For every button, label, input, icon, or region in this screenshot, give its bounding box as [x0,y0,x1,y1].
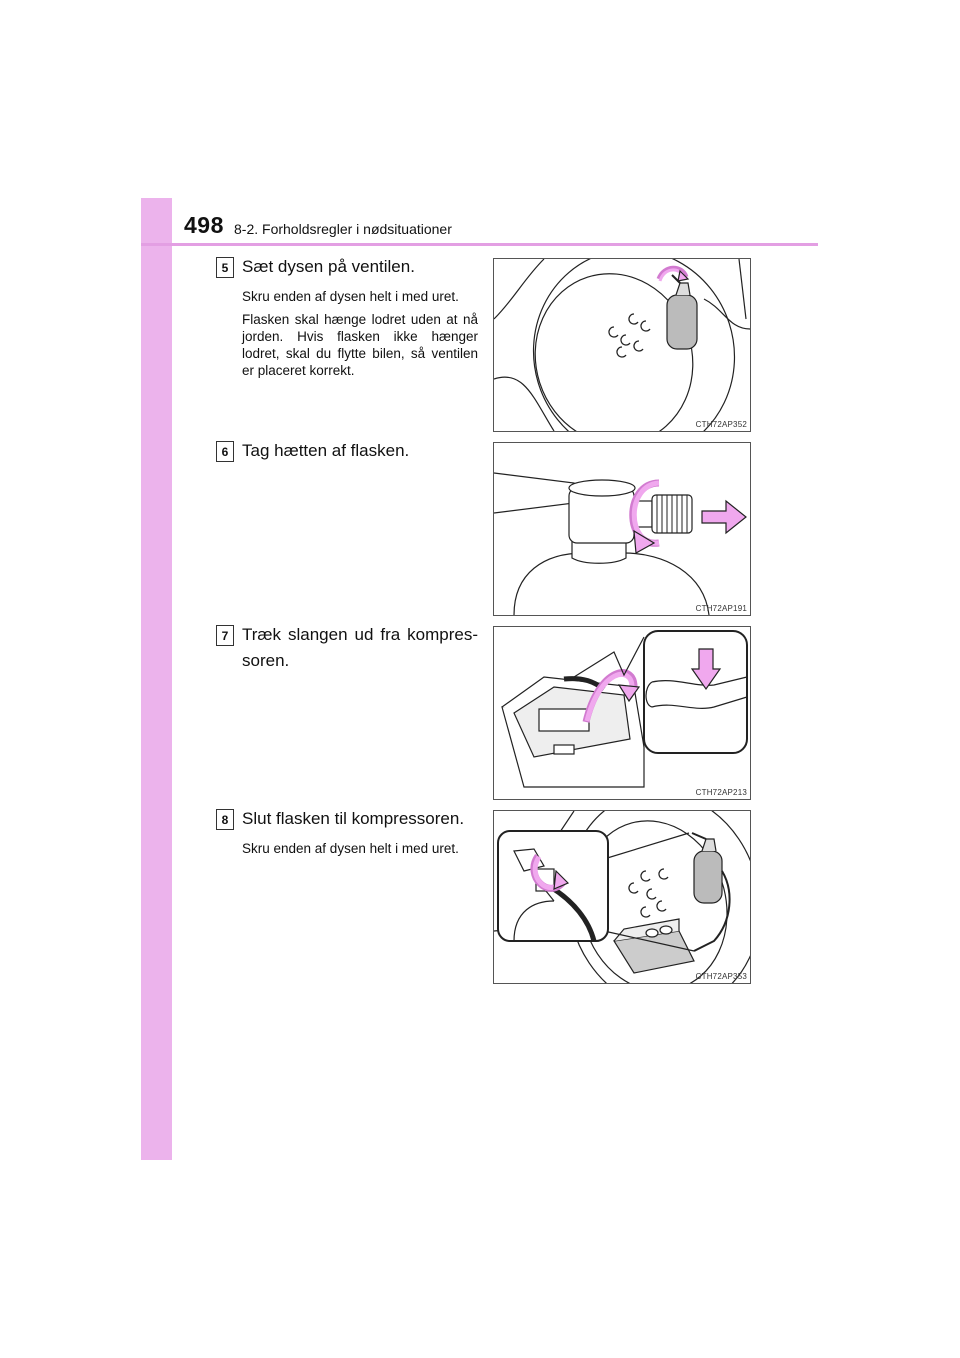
step-number: 5 [216,257,234,278]
figure-code: CTH72AP353 [695,972,747,981]
page-number: 498 [184,212,224,238]
step-text: Flasken skal hænge lodret uden at nå jor… [242,312,478,378]
step-7: 7 Træk slangen ud fra kompres-soren. [216,625,478,674]
figure-connect-bottle: CTH72AP353 [493,810,751,984]
step-6: 6 Tag hætten af flasken. [216,441,478,464]
step-number: 6 [216,441,234,462]
chapter-tab [141,198,172,1160]
figure-pull-hose: CTH72AP213 [493,626,751,800]
header-rule [141,243,818,246]
step-heading: Sæt dysen på ventilen. [242,257,415,276]
step-heading: Slut flasken til kompressoren. [242,809,465,828]
figure-code: CTH72AP352 [695,420,747,429]
figure-nozzle-on-valve: CTH72AP352 [493,258,751,432]
step-heading: Tag hætten af flasken. [242,441,410,460]
step-number: 8 [216,809,234,830]
step-text: Skru enden af dysen helt i med uret. [242,841,459,856]
step-text: Skru enden af dysen helt i med uret. [242,289,459,304]
figure-code: CTH72AP191 [695,604,747,613]
step-heading: Træk slangen ud fra kompres-soren. [242,625,478,670]
step-5: 5 Sæt dysen på ventilen. Skru enden af d… [216,257,478,379]
step-number: 7 [216,625,234,646]
figure-code: CTH72AP213 [695,788,747,797]
section-title: 8-2. Forholdsregler i nødsituationer [234,221,452,237]
figure-remove-cap: CTH72AP191 [493,442,751,616]
step-8: 8 Slut flasken til kompressoren. Skru en… [216,809,478,857]
